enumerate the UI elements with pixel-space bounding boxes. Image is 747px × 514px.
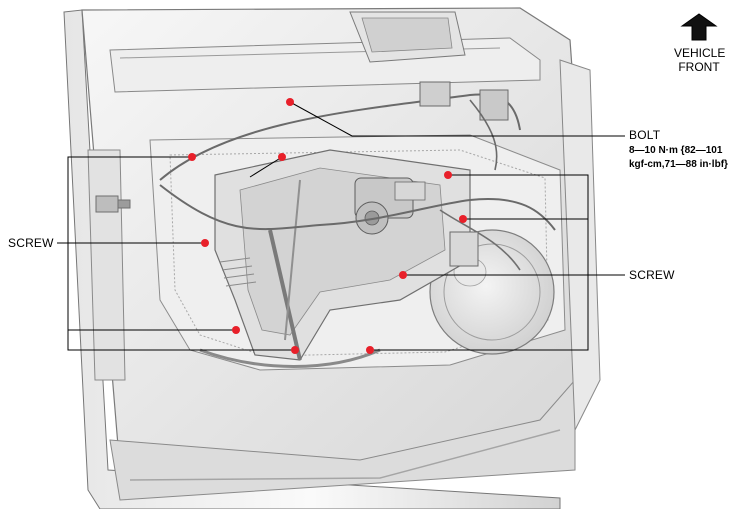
bolt-leader-lower [249,156,283,178]
bolt-label: BOLT [629,128,661,142]
screw-label-right: SCREW [629,268,675,282]
bolt-torque-line1: 8—10 N·m {82—101 [629,145,723,156]
screw-marker [399,271,407,279]
vehicle-front-line2: FRONT [678,60,720,74]
screw-label-left: SCREW [8,236,54,250]
vehicle-front-label: VEHICLE FRONT [674,46,726,74]
screw-marker [201,239,209,247]
fastener-markers [188,98,467,354]
screw-marker [366,346,374,354]
screw-marker [444,171,452,179]
vehicle-front-line1: VEHICLE [674,46,726,60]
bolt-marker [278,153,286,161]
screw-left-bracket-bottom [67,243,295,351]
arrow-up-icon [680,13,718,41]
bolt-marker [286,98,294,106]
screw-right-bracket [370,174,589,351]
screw-marker [459,215,467,223]
screw-marker [291,346,299,354]
bolt-leader-upper [289,101,353,137]
screw-left-bracket-top [67,156,192,243]
bolt-torque-spec: 8—10 N·m {82—101 kgf-cm,71—88 in·lbf} [629,144,728,172]
screw-marker [188,153,196,161]
bolt-torque-line2: kgf-cm,71—88 in·lbf} [629,159,728,170]
window-regulator [159,81,556,368]
screw-marker [232,326,240,334]
leader-lines [57,101,625,351]
